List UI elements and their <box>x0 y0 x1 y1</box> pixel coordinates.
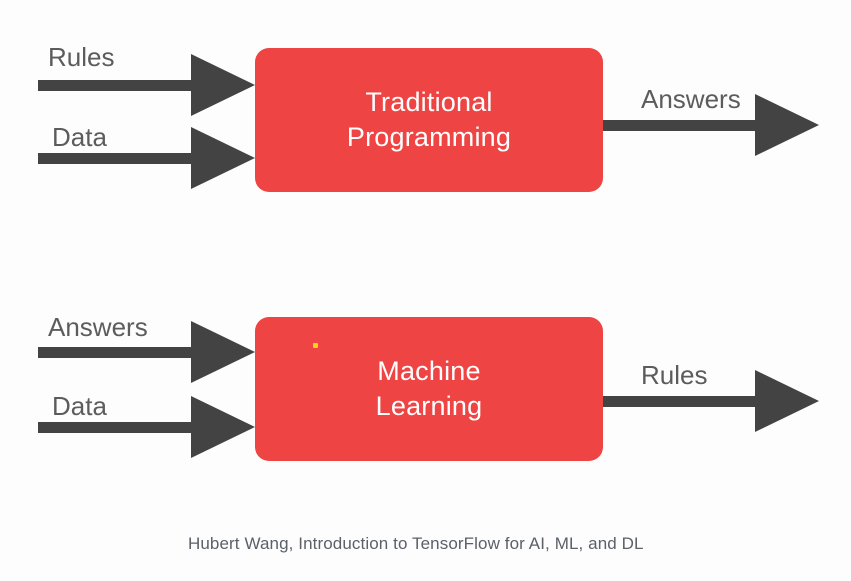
arrow-shaft <box>603 120 757 131</box>
process-box-machine-learning[interactable]: Machine Learning <box>255 317 603 461</box>
arrow-shaft <box>38 347 193 358</box>
bottom-output-label-rules: Rules <box>641 360 708 390</box>
bottom-input-label-data: Data <box>52 391 107 421</box>
figure-caption: Hubert Wang, Introduction to TensorFlow … <box>188 534 644 553</box>
arrow-shaft <box>38 422 193 433</box>
process-box-traditional-programming[interactable]: Traditional Programming <box>255 48 603 192</box>
arrow-head <box>755 94 819 156</box>
top-output-label-answers: Answers <box>641 84 741 114</box>
arrow-shaft <box>603 396 757 407</box>
arrow-shaft <box>38 153 193 164</box>
arrow-head <box>191 321 255 383</box>
yellow-speck-icon <box>313 343 318 348</box>
arrow-shaft <box>38 80 193 91</box>
arrow-head <box>191 396 255 458</box>
arrow-head <box>191 127 255 189</box>
bottom-input-label-answers: Answers <box>48 312 148 342</box>
process-box-label: Traditional Programming <box>346 87 512 152</box>
top-input-label-data: Data <box>52 122 107 152</box>
top-input-label-rules: Rules <box>48 42 115 72</box>
process-box-label: Machine Learning <box>375 356 483 421</box>
arrow-head <box>755 370 819 432</box>
arrow-head <box>191 54 255 116</box>
